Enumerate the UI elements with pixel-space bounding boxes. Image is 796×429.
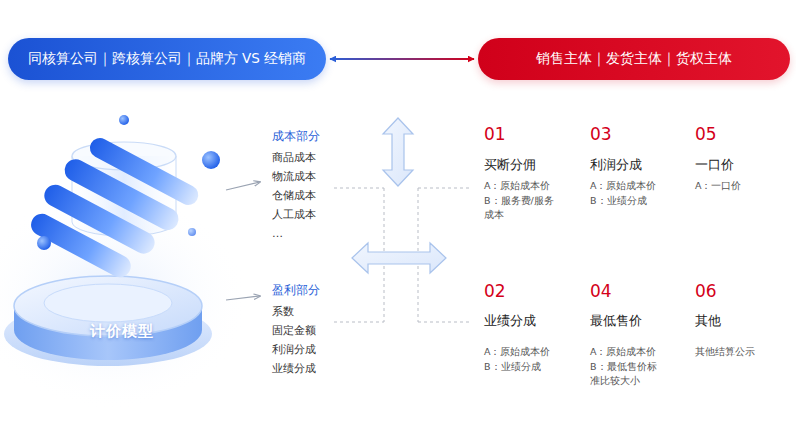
node-heading: 盈利部分 [272,280,342,300]
method-option: B：业绩分成 [484,360,556,374]
method-title: 业绩分成 [484,313,536,329]
node-item: 业绩分成 [272,359,342,378]
callout-number: 06 [695,281,717,301]
leader-arrow [226,296,260,300]
double-arrow-connector [330,58,474,60]
subject-pill: 销售主体｜发货主体｜货权主体 [478,38,790,80]
node-heading: 同核算公司｜跨核算公司｜品牌方 VS 经销商 [28,50,306,68]
method-option: B：业绩分成 [590,194,662,208]
node-item: 物流成本 [272,167,342,186]
method-option: A：原始成本价 [484,179,556,193]
node-heading: 销售主体｜发货主体｜货权主体 [536,50,732,68]
method-title: 最低售价 [590,313,642,329]
callout-number: 01 [484,124,506,144]
profit-group: 盈利部分系数固定金额利润分成业绩分成 [262,280,342,378]
callout-number: 02 [484,281,506,301]
callout-number: 03 [590,124,612,144]
method-option: B：服务费/服务成本 [484,194,556,222]
node-item: 固定金额 [272,321,342,340]
method-option: A：一口价 [695,179,767,193]
node-heading: 成本部分 [272,126,342,146]
node-item: 系数 [272,302,342,321]
method-option: 其他结算公示 [695,345,795,359]
scope-pill: 同核算公司｜跨核算公司｜品牌方 VS 经销商 [8,38,326,80]
node-item: 仓储成本 [272,186,342,205]
method-title: 利润分成 [590,157,642,173]
cost-group: 成本部分商品成本物流成本仓储成本人工成本… [262,126,342,243]
leader-arrow [226,182,260,190]
method-option: B：最低售价标准比较大小 [590,360,662,388]
method-option: A：原始成本价 [590,345,662,359]
node-item: 商品成本 [272,148,342,167]
node-item: … [272,224,342,243]
callout-number: 05 [695,124,717,144]
method-title: 其他 [695,313,721,329]
node-item: 利润分成 [272,340,342,359]
method-title: 一口价 [695,157,734,173]
method-option: A：原始成本价 [484,345,556,359]
pricing-model: 计价模型 [20,120,224,370]
node-item: 人工成本 [272,205,342,224]
method-title: 买断分佣 [484,157,536,173]
method-option: A：原始成本价 [590,179,662,193]
callout-number: 04 [590,281,612,301]
node-heading: 计价模型 [20,322,224,341]
